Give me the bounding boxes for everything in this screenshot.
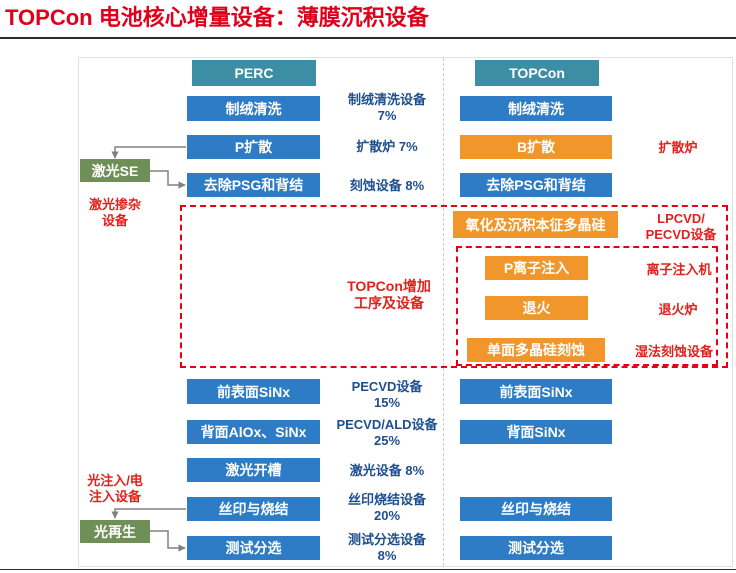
equipment-share: 7% <box>377 108 397 123</box>
topcon-step-psg-removal: 去除PSG和背结 <box>460 173 612 197</box>
topcon-equipment-oxidation-poly-deposition: LPCVD/ PECVD设备 <box>640 211 722 243</box>
equipment-line: 光注入/电 <box>87 473 143 488</box>
perc-equipment-front-sinx: PECVD设备 15% <box>325 379 449 411</box>
added-label-line: TOPCon增加 <box>347 278 431 294</box>
equipment-name: 测试分选设备 <box>347 532 426 547</box>
perc-step-screen-printing-firing: 丝印与烧结 <box>187 497 320 521</box>
perc-equipment-laser-grooving: 激光设备 8% <box>325 463 449 479</box>
connector-p-diffusion-to-laser-se <box>111 146 186 159</box>
equipment-name: PECVD设备 <box>351 379 423 394</box>
equipment-name: 湿法刻蚀设备 <box>634 344 713 359</box>
side-step-light-regeneration: 光再生 <box>80 520 150 543</box>
perc-step-testing-sorting: 测试分选 <box>187 536 320 560</box>
equipment-line: PECVD设备 <box>645 227 717 242</box>
perc-equipment-screen-printing-firing: 丝印烧结设备 20% <box>325 492 449 524</box>
perc-step-texturing-cleaning: 制绒清洗 <box>187 96 320 121</box>
topcon-step-rear-sinx: 背面SiNx <box>460 420 612 444</box>
topcon-header: TOPCon <box>475 60 599 86</box>
added-label-line: 工序及设备 <box>354 295 424 311</box>
connector-laser-se-to-psg-removal <box>150 170 186 189</box>
perc-step-psg-removal: 去除PSG和背结 <box>187 173 320 197</box>
connector-printing-to-light-regeneration <box>111 508 186 519</box>
topcon-step-annealing: 退火 <box>485 296 588 320</box>
side-step-light-regeneration-equipment: 光注入/电 注入设备 <box>78 473 152 505</box>
equipment-line: LPCVD/ <box>657 211 705 226</box>
equipment-line: 激光掺杂 <box>88 197 141 212</box>
page-title: TOPCon 电池核心增量设备：薄膜沉积设备 <box>5 5 429 30</box>
center-divider <box>443 58 444 566</box>
topcon-step-single-side-poly-etch: 单面多晶硅刻蚀 <box>467 338 605 362</box>
equipment-name: 刻蚀设备 8% <box>349 178 425 193</box>
perc-equipment-texturing-cleaning: 制绒清洗设备 7% <box>325 92 449 124</box>
perc-step-rear-alox-sinx: 背面AlOx、SiNx <box>187 420 320 444</box>
topcon-equipment-annealing-furnace: 退火炉 <box>640 302 716 318</box>
topcon-step-oxidation-poly-deposition: 氧化及沉积本征多晶硅 <box>453 211 618 238</box>
equipment-share: 20% <box>373 508 401 523</box>
equipment-name: 激光设备 8% <box>349 463 425 478</box>
equipment-share: 15% <box>373 395 401 410</box>
topcon-step-p-ion-implant: P离子注入 <box>485 256 588 280</box>
equipment-line: 注入设备 <box>88 489 141 504</box>
topcon-equipment-wet-etch: 湿法刻蚀设备 <box>630 344 718 360</box>
bottom-rule <box>0 569 736 570</box>
perc-step-laser-grooving: 激光开槽 <box>187 458 320 482</box>
title-underline <box>0 37 736 39</box>
diagram-panel <box>78 57 733 567</box>
side-step-laser-se-equipment: 激光掺杂 设备 <box>78 197 152 229</box>
topcon-step-testing-sorting: 测试分选 <box>460 536 612 560</box>
topcon-step-front-sinx: 前表面SiNx <box>460 379 612 404</box>
equipment-share: 25% <box>373 433 401 448</box>
topcon-step-screen-printing-firing: 丝印与烧结 <box>460 497 612 521</box>
equipment-name: PECVD/ALD设备 <box>336 417 438 432</box>
equipment-name: 扩散炉 <box>658 140 698 155</box>
perc-equipment-p-diffusion: 扩散炉 7% <box>325 139 449 155</box>
connector-light-regeneration-to-testing <box>150 530 186 552</box>
perc-equipment-testing-sorting: 测试分选设备 8% <box>325 532 449 564</box>
side-step-laser-se: 激光SE <box>80 159 150 182</box>
perc-equipment-rear-alox-sinx: PECVD/ALD设备 25% <box>325 417 449 449</box>
topcon-step-texturing-cleaning: 制绒清洗 <box>460 96 612 121</box>
equipment-name: 扩散炉 7% <box>356 139 418 154</box>
perc-header: PERC <box>192 60 316 86</box>
topcon-implant-group-box <box>456 246 718 366</box>
topcon-step-b-diffusion: B扩散 <box>460 135 612 159</box>
equipment-name: 制绒清洗设备 <box>347 92 426 107</box>
equipment-share: 8% <box>377 548 397 563</box>
equipment-line: 设备 <box>101 213 128 228</box>
topcon-equipment-b-diffusion: 扩散炉 <box>640 140 716 156</box>
equipment-name: 离子注入机 <box>646 262 712 277</box>
topcon-added-steps-label: TOPCon增加 工序及设备 <box>325 278 453 312</box>
perc-equipment-psg-removal: 刻蚀设备 8% <box>325 178 449 194</box>
equipment-name: 退火炉 <box>658 302 698 317</box>
topcon-added-steps-box <box>180 205 728 368</box>
topcon-equipment-ion-implanter: 离子注入机 <box>638 262 720 278</box>
equipment-name: 丝印烧结设备 <box>347 492 426 507</box>
perc-step-front-sinx: 前表面SiNx <box>187 379 320 404</box>
perc-step-p-diffusion: P扩散 <box>187 135 320 159</box>
